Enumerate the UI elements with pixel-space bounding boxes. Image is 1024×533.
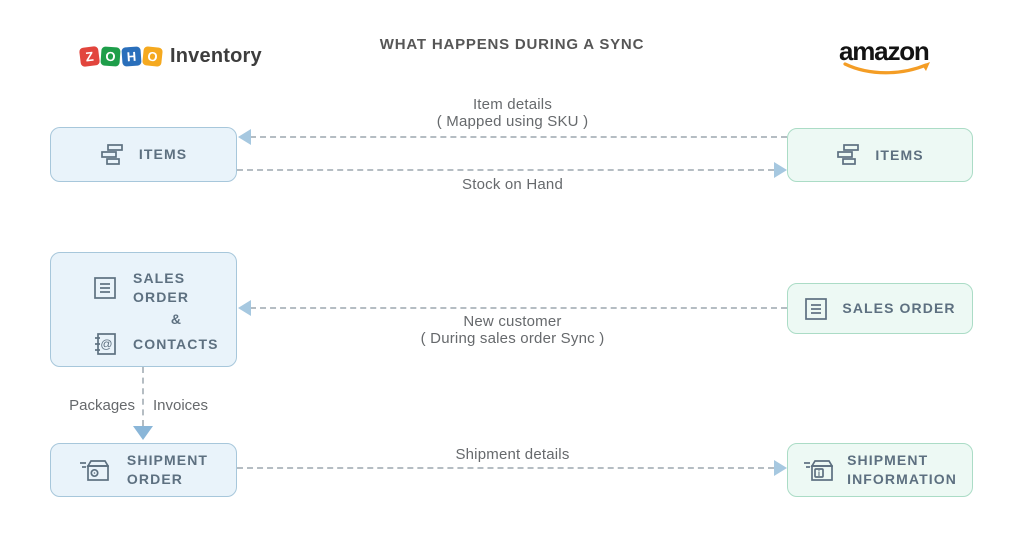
item-details-arrow-line <box>250 136 787 138</box>
sales-order-icon <box>805 297 828 320</box>
zoho-items-box: ITEMS <box>50 127 237 182</box>
zoho-wordmark: Inventory <box>170 45 262 67</box>
zoho-contacts-label: CONTACTS <box>133 335 219 352</box>
new-customer-arrowhead-left <box>238 300 251 316</box>
packages-invoices-arrowhead-down <box>133 426 153 440</box>
shipment-box-icon <box>79 460 109 481</box>
zoho-sales-order-contacts-box: SALES ORDER & @ CONTACTS <box>50 252 237 367</box>
amazon-shipment-information-box: i SHIPMENT INFORMATION <box>787 443 973 497</box>
zoho-inventory-logo: Z O H O Inventory <box>78 45 262 68</box>
amazon-sales-order-box: SALES ORDER <box>787 283 973 334</box>
stock-on-hand-flow-label: Stock on Hand <box>462 176 563 193</box>
zoho-ampersand-label: & <box>170 311 183 327</box>
item-details-flow-label: Item details ( Mapped using SKU ) <box>436 96 589 130</box>
svg-text:@: @ <box>100 337 112 351</box>
shipment-details-flow-label: Shipment details <box>455 446 570 463</box>
new-customer-arrow-line <box>250 307 787 309</box>
stacked-items-icon <box>837 144 860 165</box>
shipment-info-icon: i <box>804 460 834 481</box>
contacts-icon: @ <box>95 333 116 355</box>
zoho-shipment-order-label: SHIPMENT ORDER <box>126 452 209 487</box>
amazon-smile-icon <box>843 62 930 75</box>
invoices-label: Invoices <box>153 397 209 414</box>
zoho-sales-order-label: SALES ORDER <box>133 270 190 305</box>
shipment-details-arrow-line <box>237 467 774 469</box>
stock-on-hand-arrow-line <box>237 169 774 171</box>
svg-text:i: i <box>818 469 820 478</box>
amazon-logo: amazon <box>839 38 939 77</box>
amazon-items-label: ITEMS <box>875 146 924 163</box>
amazon-wordmark: amazon <box>839 36 930 66</box>
amazon-shipment-information-label: SHIPMENT INFORMATION <box>847 452 957 487</box>
packages-label: Packages <box>69 397 135 414</box>
item-details-arrowhead-left <box>238 129 251 145</box>
sales-order-icon <box>94 277 116 299</box>
zoho-items-label: ITEMS <box>138 146 188 162</box>
packages-invoices-arrow-line <box>142 367 144 426</box>
page-title: WHAT HAPPENS DURING A SYNC <box>379 36 645 53</box>
shipment-details-arrowhead-right <box>774 460 787 476</box>
new-customer-flow-label: New customer ( During sales order Sync ) <box>420 313 605 347</box>
stock-on-hand-arrowhead-right <box>774 162 787 178</box>
zoho-shipment-order-box: SHIPMENT ORDER <box>50 443 237 497</box>
amazon-sales-order-label: SALES ORDER <box>842 300 956 316</box>
amazon-items-box: ITEMS <box>787 128 973 182</box>
stacked-items-icon <box>101 143 123 165</box>
